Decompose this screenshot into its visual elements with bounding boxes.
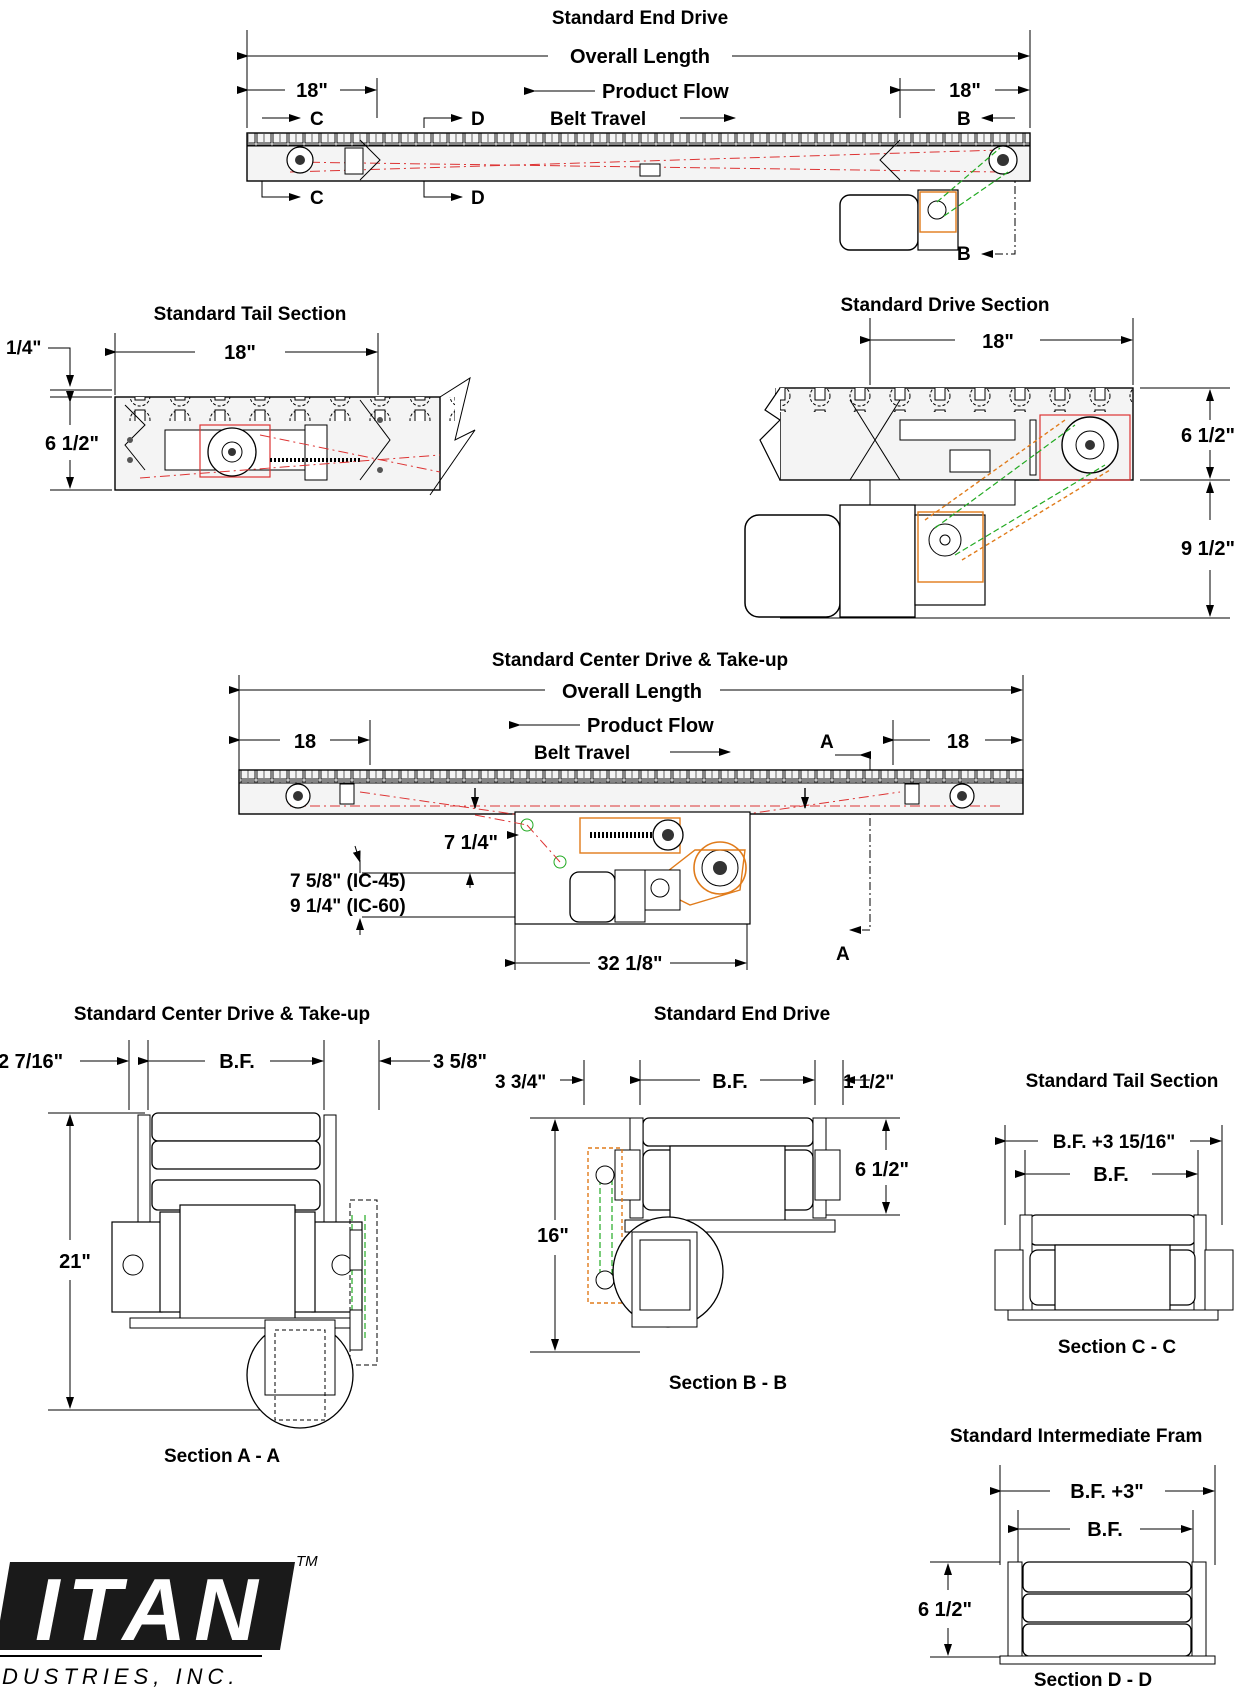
section-bb-right-dim: 1 1/2" xyxy=(843,1072,894,1093)
section-dd-title: Standard Intermediate Fram xyxy=(950,1426,1202,1447)
logo-tm: TM xyxy=(296,1553,318,1570)
section-cc-bf: B.F. xyxy=(1093,1164,1129,1186)
section-d-mark-top: D xyxy=(471,109,485,130)
center-belt-travel: Belt Travel xyxy=(534,743,630,764)
center-drop-dim: 7 1/4" xyxy=(444,832,498,854)
section-aa-right-dim: 3 5/8" xyxy=(433,1051,487,1073)
end-drive-elevation: Standard End Drive Overall Length 18" 18… xyxy=(237,8,1031,265)
drive-section-title: Standard Drive Section xyxy=(840,295,1049,316)
section-dd-outer: B.F. +3" xyxy=(1070,1481,1143,1503)
section-b-mark-bottom: B xyxy=(957,244,971,265)
section-d-mark-bottom: D xyxy=(471,188,485,209)
center-drive-elevation: Standard Center Drive & Take-up Overall … xyxy=(229,650,1024,975)
end-drive-title: Standard End Drive xyxy=(552,8,728,29)
tail-height-dim: 6 1/2" xyxy=(45,433,99,455)
tail-section-title: Standard Tail Section xyxy=(154,304,347,325)
center-overall-length: Overall Length xyxy=(562,681,702,703)
section-dd-caption: Section D - D xyxy=(1034,1670,1152,1691)
section-cc-caption: Section C - C xyxy=(1058,1337,1177,1358)
section-c-c: Standard Tail Section B.F. +3 15/16" B.F… xyxy=(994,1071,1234,1358)
section-c-mark-top: C xyxy=(310,109,324,130)
logo-sub: DUSTRIES, INC. xyxy=(2,1664,239,1689)
section-d-d: Standard Intermediate Fram B.F. +3" B.F.… xyxy=(918,1426,1216,1691)
drive-18-dim: 18" xyxy=(982,331,1014,353)
right-18-dim: 18" xyxy=(949,80,981,102)
motor-height-dim: 9 1/2" xyxy=(1181,538,1235,560)
section-b-b: Standard End Drive 3 3/4" B.F. 1 1/2" 6 … xyxy=(495,1004,909,1394)
section-bb-title: Standard End Drive xyxy=(654,1004,830,1025)
center-right-18: 18 xyxy=(947,731,969,753)
section-a-mark-bottom: A xyxy=(836,944,850,965)
section-bb-bf: B.F. xyxy=(712,1071,748,1093)
section-bb-left-dim: 3 3/4" xyxy=(495,1072,546,1093)
center-left-18: 18 xyxy=(294,731,316,753)
center-drive-title: Standard Center Drive & Take-up xyxy=(492,650,788,671)
titan-logo: ITAN TM DUSTRIES, INC. xyxy=(0,1553,318,1689)
section-b-mark-top: B xyxy=(957,109,971,130)
belt-travel-label: Belt Travel xyxy=(550,109,646,130)
section-aa-left-dim: 2 7/16" xyxy=(0,1051,63,1073)
overall-length-label: Overall Length xyxy=(570,46,710,68)
center-motor-icon xyxy=(569,871,616,923)
section-cc-title: Standard Tail Section xyxy=(1026,1071,1219,1092)
section-aa-bf: B.F. xyxy=(219,1051,255,1073)
section-bb-caption: Section B - B xyxy=(669,1373,787,1394)
drive-motor-icon xyxy=(744,514,841,618)
section-a-a: Standard Center Drive & Take-up 2 7/16" … xyxy=(0,1004,487,1467)
section-bb-total: 16" xyxy=(537,1225,569,1247)
section-bb-height: 6 1/2" xyxy=(855,1159,909,1181)
section-c-mark-bottom: C xyxy=(310,188,324,209)
tail-section-elevation: Standard Tail Section 18" 1/4" 6 1/2" xyxy=(6,304,476,496)
tail-quarter-dim: 1/4" xyxy=(6,338,41,359)
section-dd-height: 6 1/2" xyxy=(918,1599,972,1621)
product-flow-label: Product Flow xyxy=(602,81,729,103)
tail-18-dim: 18" xyxy=(224,342,256,364)
ic45-dim: 7 5/8" (IC-45) xyxy=(290,871,406,892)
motor-icon xyxy=(839,194,919,251)
section-cc-outer: B.F. +3 15/16" xyxy=(1053,1132,1176,1153)
section-a-mark-top: A xyxy=(820,732,834,753)
center-length-dim: 32 1/8" xyxy=(597,953,662,975)
center-product-flow: Product Flow xyxy=(587,715,714,737)
ic60-dim: 9 1/4" (IC-60) xyxy=(290,896,406,917)
drive-height-dim: 6 1/2" xyxy=(1181,425,1235,447)
section-dd-bf: B.F. xyxy=(1087,1519,1123,1541)
section-aa-caption: Section A - A xyxy=(164,1446,280,1467)
section-aa-height: 21" xyxy=(59,1251,91,1273)
drive-section-elevation: Standard Drive Section 18" 6 1/2" 9 1/2" xyxy=(744,295,1235,619)
section-aa-title: Standard Center Drive & Take-up xyxy=(74,1004,370,1025)
left-18-dim: 18" xyxy=(296,80,328,102)
logo-brand: ITAN xyxy=(35,1560,266,1659)
